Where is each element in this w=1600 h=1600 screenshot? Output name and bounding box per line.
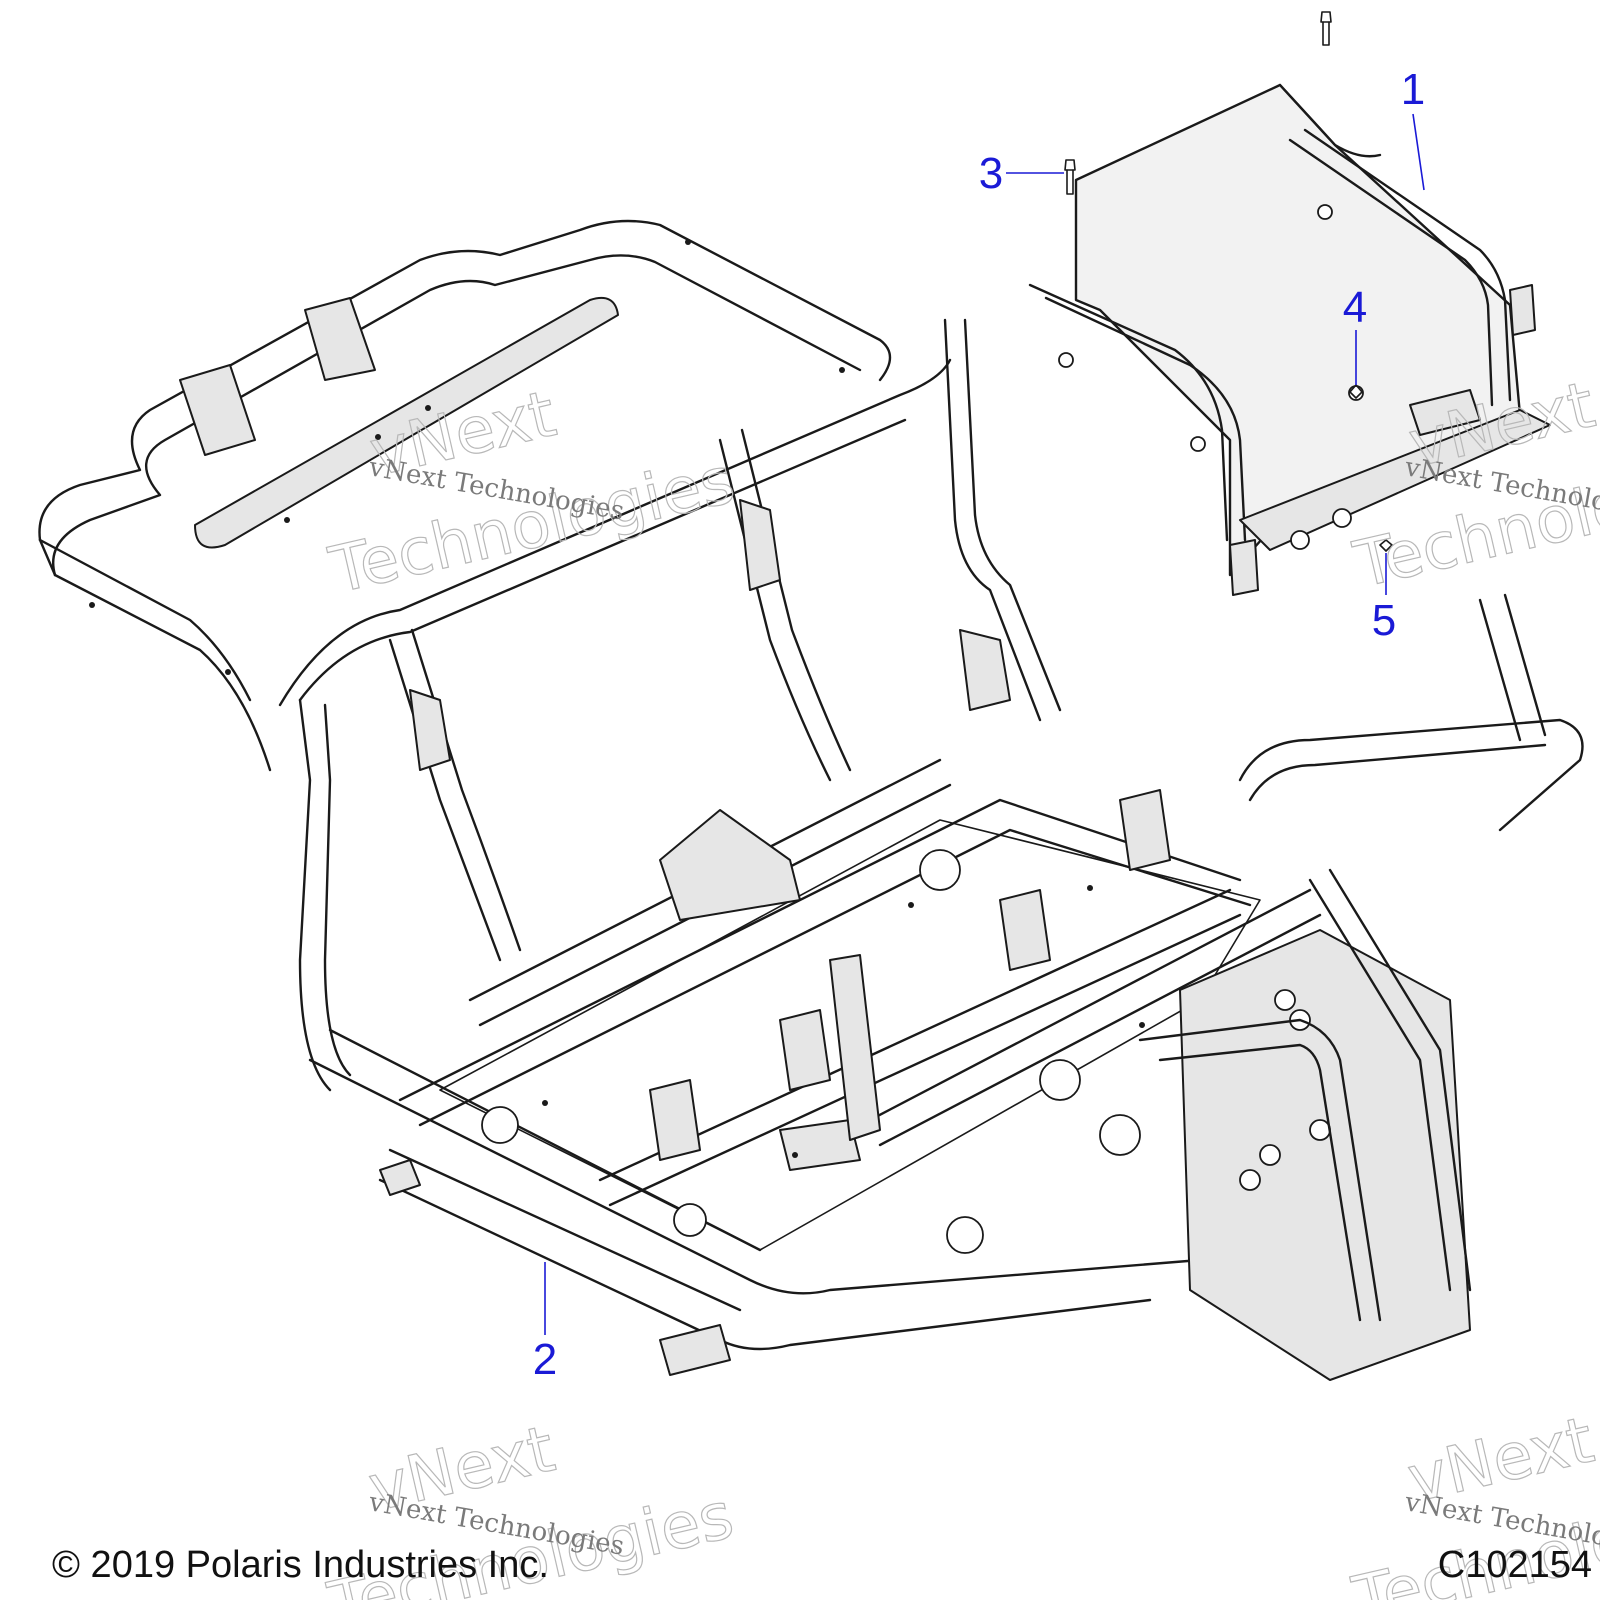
leader-line-1 (1412, 113, 1425, 191)
callout-label-1: 1 (1401, 65, 1425, 114)
callout-label-2: 2 (533, 1335, 557, 1384)
diagram-code: C102154 (1438, 1544, 1592, 1586)
callout-1: 1 (1401, 65, 1425, 191)
watermark-top: vNext Technologies (322, 377, 741, 610)
callout-label-4: 4 (1343, 283, 1367, 332)
callout-2: 2 (533, 1262, 557, 1384)
callout-3: 3 (979, 149, 1064, 198)
rear-panel-assembly (1028, 83, 1551, 596)
fastener-bolts (1064, 11, 1393, 552)
main-frame-assembly (38, 219, 1584, 1381)
callout-label-5: 5 (1372, 596, 1396, 645)
callout-label-3: 3 (979, 149, 1003, 198)
copyright-text: © 2019 Polaris Industries Inc. (52, 1544, 549, 1586)
callout-5: 5 (1372, 553, 1396, 645)
callout-4: 4 (1343, 283, 1367, 385)
